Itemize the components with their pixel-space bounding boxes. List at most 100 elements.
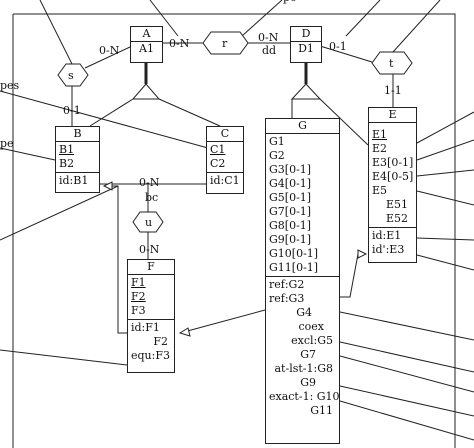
frame-stub-line (416, 237, 474, 241)
link-s-A (84, 46, 131, 69)
isa-triangle-A (131, 83, 161, 100)
arrowhead-F (178, 327, 191, 337)
entity-E-attr: E1 (372, 128, 388, 141)
entity-G-constraint: G11 (310, 404, 333, 417)
rel-r-label: r (222, 37, 228, 50)
card-t-E: 1-1 (384, 84, 402, 97)
entity-G-attr: G1 (269, 135, 285, 148)
card-s-A: 0-N (99, 44, 120, 57)
entity-G-attr: G9[0-1] (269, 233, 312, 246)
frame-stub-line (0, 147, 56, 161)
frame-stub-label: pe (283, 0, 297, 4)
entity-C-attr: C1 (210, 143, 226, 156)
entity-G-attr: G8[0-1] (269, 219, 312, 232)
entity-G-constraint: G9 (300, 376, 316, 389)
card-s-B: 0-1 (63, 104, 81, 117)
entity-C-attr: C2 (210, 157, 226, 170)
isa-branch-C (158, 98, 221, 127)
entity-G-constraint: ref:G2 (269, 278, 305, 291)
frame-stub-line (339, 341, 474, 373)
entity-D-attr: D1 (298, 42, 314, 55)
entity-G-constraint: G4 (296, 306, 312, 319)
arrowhead-B (102, 181, 113, 191)
entity-G-attr: G11[0-1] (269, 261, 319, 274)
frame-stub-line (339, 400, 474, 441)
entity-G-attr: G5[0-1] (269, 191, 312, 204)
frame-stub-line (416, 254, 474, 271)
entity-G-constraint: coex (298, 320, 325, 333)
frame-stub-line (39, 0, 73, 65)
frame-stub-line (0, 90, 209, 149)
entity-G-constraint: exact-1: G10 (269, 390, 340, 403)
entity-E-attr: E3[0-1] (372, 156, 414, 169)
frame-stub-line (416, 190, 474, 206)
rel-s-shape (57, 63, 89, 87)
entity-G-attr: G2 (269, 149, 285, 162)
entity-F-attr: F2 (131, 290, 146, 303)
entity-B[interactable]: B B1 B2 id:B1 (55, 126, 100, 193)
card-u-F: 0-N (139, 243, 160, 256)
entity-F-attr: F1 (131, 276, 146, 289)
frame-stub-line (339, 311, 474, 341)
frame-stub-line (339, 385, 474, 417)
entity-E-attr: E52 (386, 212, 409, 225)
entity-F-attr: F3 (131, 304, 146, 317)
entity-F-id: equ:F3 (131, 349, 170, 362)
rel-u-shape (132, 211, 164, 233)
link-t-D (319, 45, 373, 63)
frame-stub-line (416, 111, 474, 144)
frame-stub-line (345, 0, 381, 37)
entity-E-attr: E51 (386, 198, 409, 211)
card-r-D-role: dd (262, 44, 277, 57)
entity-F[interactable]: F F1 F2 F3 id:F1 F2 equ:F3 (127, 259, 175, 373)
rel-t-label: t (389, 57, 394, 70)
entity-G-constraint: G7 (300, 348, 316, 361)
inclusion-line-G-F (179, 309, 266, 334)
rel-r-shape (202, 31, 249, 55)
frame-stub-label: pes (0, 79, 20, 92)
entity-A-name: A (131, 27, 162, 42)
entity-B-attr: B2 (59, 157, 75, 170)
isa-triangle-D (290, 83, 322, 100)
entity-F-id: F2 (153, 335, 168, 348)
entity-F-name: F (128, 260, 174, 275)
frame-stub-line (392, 0, 441, 53)
entity-G-constraint: excl:G5 (291, 334, 333, 347)
entity-D[interactable]: D D1 (290, 26, 322, 63)
inclusion-arrow-G-E (340, 253, 366, 298)
entity-B-name: B (56, 127, 99, 142)
entity-E-id: id':E3 (372, 243, 405, 256)
entity-G-constraint: at-lst-1:G8 (274, 362, 334, 375)
entity-G-attr: G7[0-1] (269, 205, 312, 218)
frame-stub-label: pe (0, 137, 14, 150)
entity-G-name: G (266, 119, 339, 134)
entity-B-id: id:B1 (59, 174, 89, 187)
entity-G-attr: G3[0-1] (269, 163, 312, 176)
entity-G[interactable]: G G1 G2 G3[0-1] G4[0-1] G5[0-1] G7[0-1] … (265, 118, 340, 444)
frame-stub-line (339, 355, 474, 393)
frame-stub-line (416, 169, 474, 177)
entity-C[interactable]: C C1 C2 id:C1 (206, 126, 244, 194)
entity-A[interactable]: A A1 (130, 26, 163, 63)
isa-branch-B (89, 98, 134, 127)
rel-s-label: s (68, 69, 74, 82)
frame-stub-line (241, 0, 283, 37)
entity-C-name: C (207, 127, 243, 142)
arrowhead-E (357, 249, 368, 259)
card-u-B-role: bc (145, 191, 159, 204)
frame-stub-line (149, 0, 179, 37)
card-t-D: 0-1 (329, 40, 347, 53)
entity-E-attr: E2 (372, 142, 388, 155)
entity-D-name: D (291, 27, 321, 42)
card-u-B: 0-N (139, 176, 160, 189)
entity-G-attr: G10[0-1] (269, 247, 319, 260)
frame-stub-line (416, 139, 474, 161)
entity-C-id: id:C1 (210, 174, 240, 187)
entity-E[interactable]: E E1 E2 E3[0-1] E4[0-5] E5 E51 E52 id:E1… (368, 107, 417, 263)
entity-E-attr: E5 (372, 184, 388, 197)
entity-B-attr: B1 (59, 143, 75, 156)
rel-t-shape (371, 51, 413, 75)
entity-E-name: E (369, 108, 416, 123)
entity-E-id: id:E1 (372, 229, 402, 242)
